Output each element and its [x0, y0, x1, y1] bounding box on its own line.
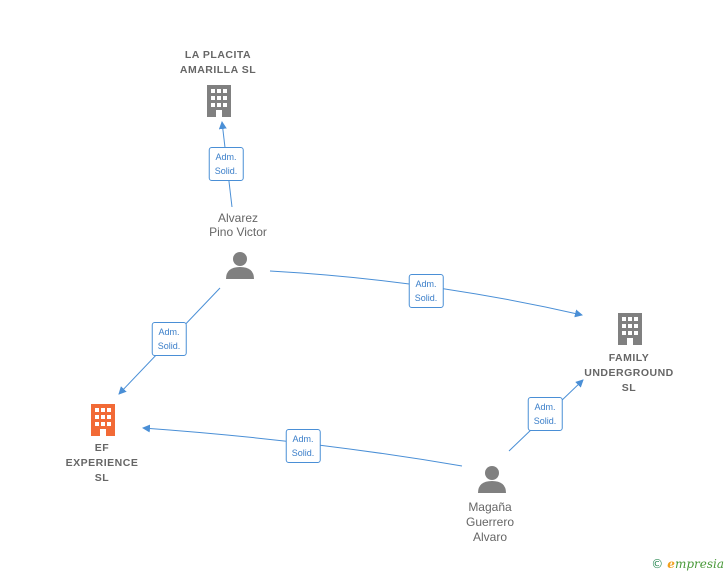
edge-label-alvarez-laplacita[interactable]: Adm. Solid.	[208, 147, 244, 181]
node-ef-experience-label[interactable]: EF EXPERIENCE SL	[65, 442, 139, 484]
building-icon[interactable]	[91, 404, 115, 436]
node-magana-label[interactable]: Magaña Guerrero Alvaro	[465, 500, 515, 544]
brand-footer: ©empresia	[651, 557, 724, 571]
building-icon[interactable]	[207, 85, 231, 117]
edge-label-alvarez-family[interactable]: Adm. Solid.	[408, 274, 444, 308]
building-icon[interactable]	[618, 313, 642, 345]
edge-label-magana-ef[interactable]: Adm. Solid.	[285, 429, 321, 463]
brand-initial: e	[667, 557, 675, 571]
node-la-placita-label[interactable]: LA PLACITA AMARILLA SL	[179, 49, 257, 76]
copyright-icon: ©	[651, 557, 664, 571]
edge-label-magana-family[interactable]: Adm. Solid.	[527, 397, 563, 431]
person-icon[interactable]	[478, 466, 506, 493]
edge-label-alvarez-ef[interactable]: Adm. Solid.	[151, 322, 187, 356]
person-icon[interactable]	[226, 252, 254, 279]
node-alvarez-label[interactable]: Alvarez Pino Victor	[209, 211, 267, 239]
brand-name: mpresia	[674, 557, 724, 571]
node-family-underground-label[interactable]: FAMILY UNDERGROUND SL	[584, 352, 674, 394]
